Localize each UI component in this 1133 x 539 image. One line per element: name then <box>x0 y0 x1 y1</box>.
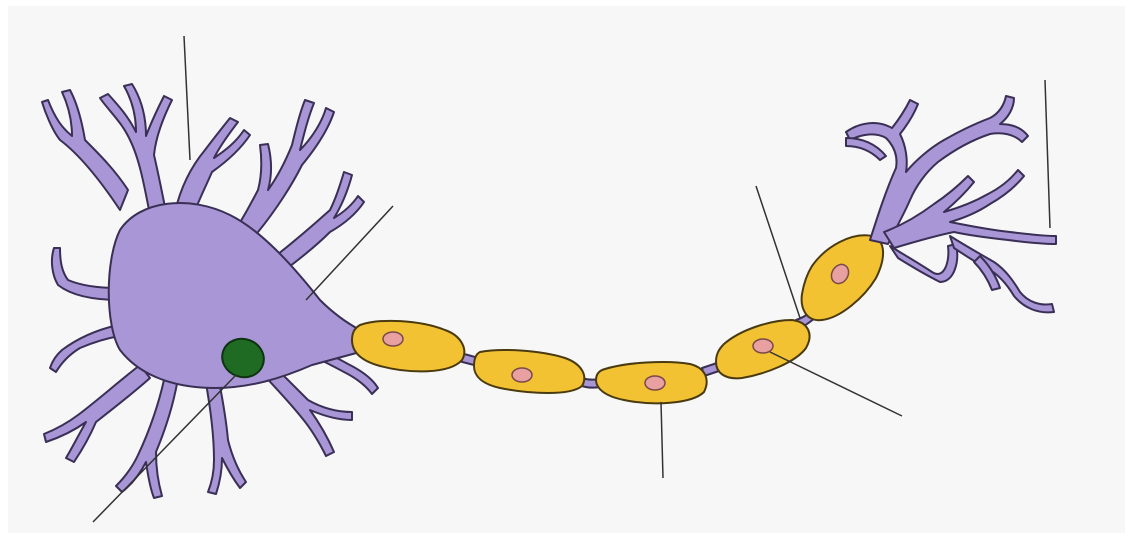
leader-line-schwann-cell <box>770 352 902 416</box>
schwann-nucleus <box>512 368 532 382</box>
leader-line-dendrites <box>184 36 190 160</box>
terminal-branch <box>890 244 957 282</box>
leader-line-axon-terminal <box>1045 80 1050 228</box>
dendrite-branch <box>205 376 246 494</box>
terminal-branch <box>950 236 1054 312</box>
neuron-body <box>42 84 378 498</box>
terminal-branch <box>846 138 886 160</box>
leader-line-myelin-sheath <box>661 402 663 478</box>
axon-terminal <box>846 96 1056 312</box>
schwann-nucleus <box>645 376 665 390</box>
myelin-segment <box>352 321 464 372</box>
schwann-nucleus <box>753 339 773 353</box>
dendrite-branch <box>44 365 150 462</box>
dendrite-branch <box>50 325 120 372</box>
leader-line-node-of-ranvier <box>756 186 800 318</box>
schwann-nucleus <box>383 332 403 346</box>
